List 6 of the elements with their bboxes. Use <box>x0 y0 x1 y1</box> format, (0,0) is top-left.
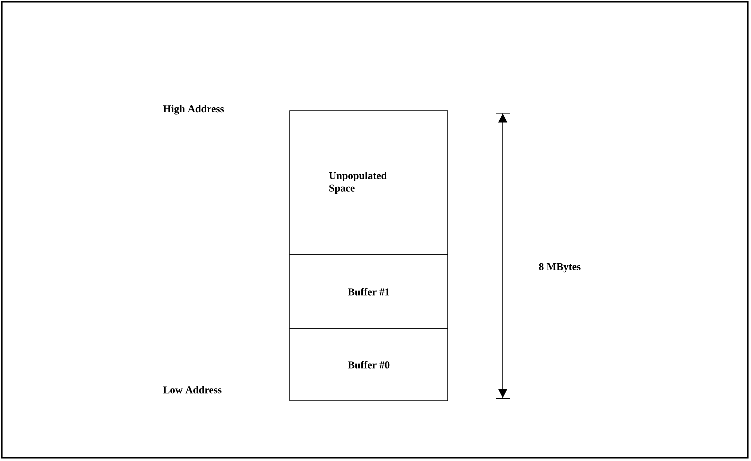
address-label: Low Address <box>163 386 222 394</box>
memory-block: Unpopulated Space <box>290 110 448 256</box>
address-label: High Address <box>163 105 224 115</box>
memory-block: Buffer #0 <box>290 328 448 402</box>
dimension-label: 8 MBytes <box>539 263 581 273</box>
memory-block: Buffer #1 <box>290 254 448 330</box>
